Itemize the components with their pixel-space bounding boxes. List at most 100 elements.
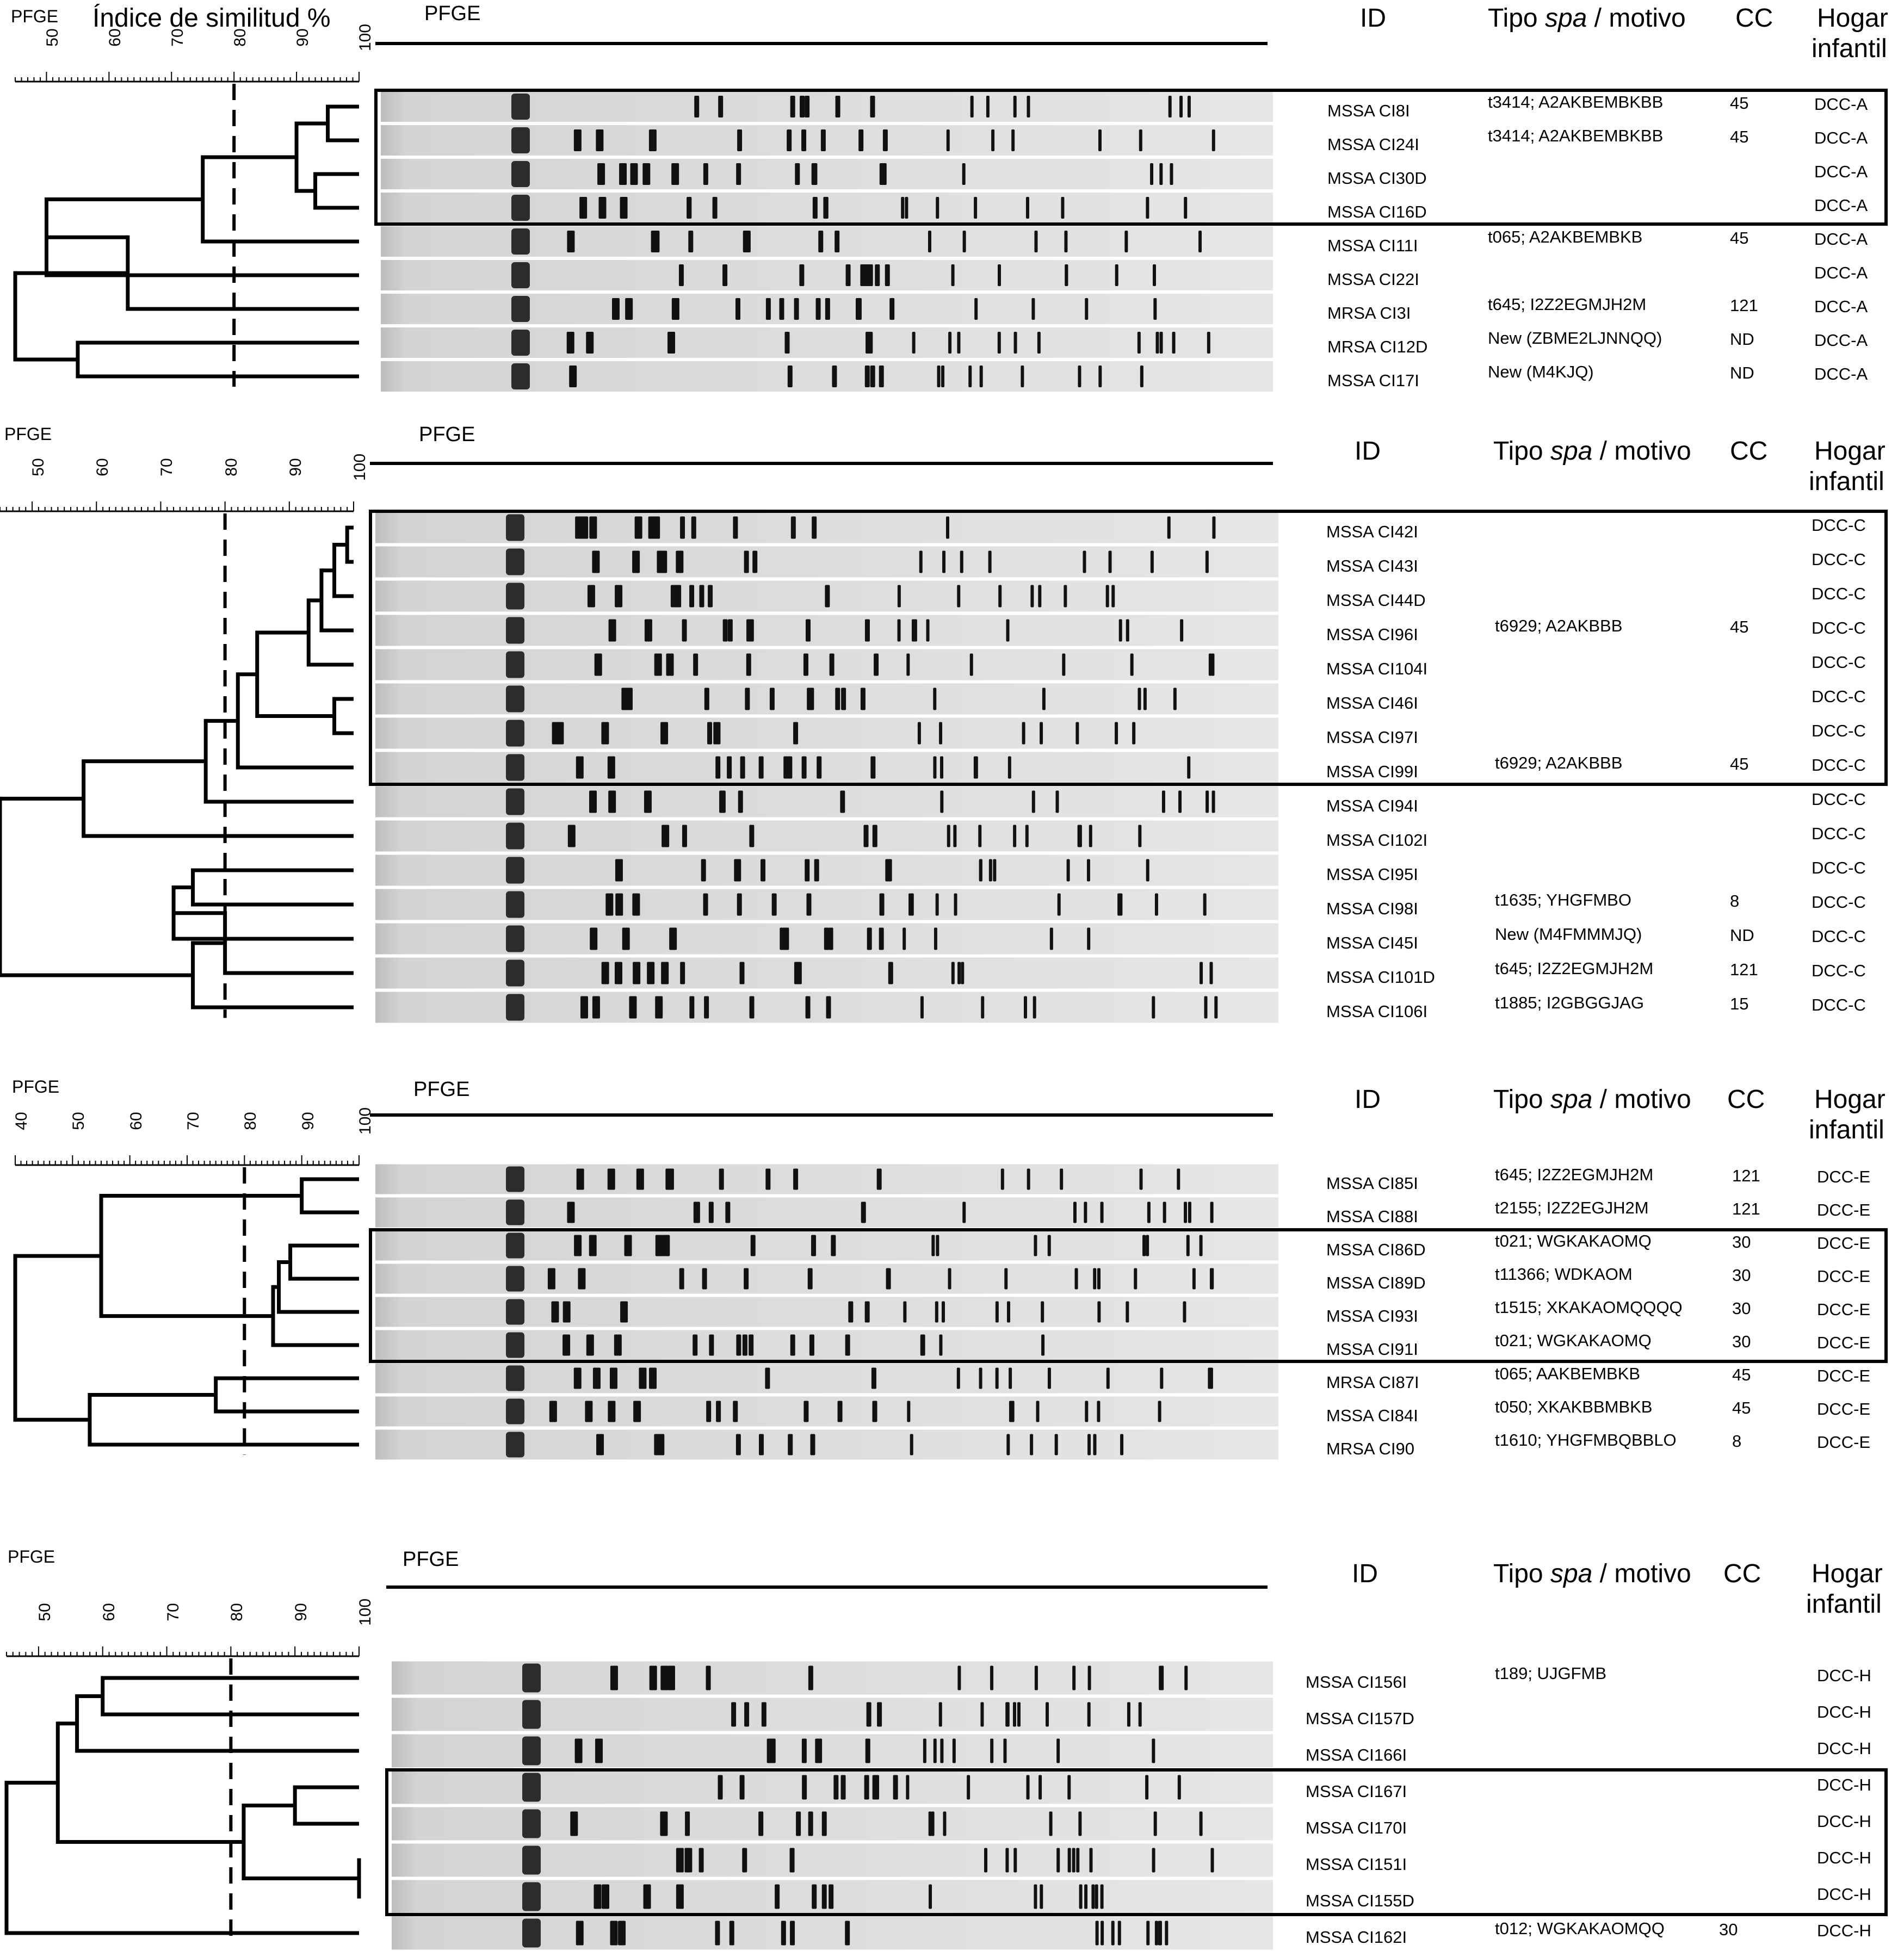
gel-band bbox=[979, 366, 983, 387]
gel-band bbox=[1093, 1434, 1097, 1455]
gel-band bbox=[1027, 1168, 1030, 1190]
gel-band bbox=[761, 1702, 766, 1727]
gel-band bbox=[1126, 619, 1129, 642]
gel-band bbox=[1158, 1401, 1161, 1422]
gel-band bbox=[801, 129, 807, 151]
gel-band bbox=[722, 619, 728, 642]
gel-band bbox=[634, 516, 642, 539]
gel-band bbox=[1007, 756, 1011, 779]
gel-band bbox=[1006, 1702, 1010, 1727]
gel-band bbox=[701, 859, 706, 882]
gel-band bbox=[825, 585, 830, 608]
row-household: DCC-A bbox=[1814, 297, 1868, 316]
row-household: DCC-A bbox=[1814, 263, 1868, 282]
header-spa-suffix: / motivo bbox=[1592, 1559, 1691, 1588]
gel-band bbox=[981, 996, 985, 1019]
gel-band bbox=[679, 1268, 684, 1290]
gel-band bbox=[906, 1775, 910, 1800]
gel-band bbox=[920, 996, 924, 1019]
gel-band bbox=[1003, 1738, 1007, 1763]
gel-band bbox=[566, 332, 574, 354]
gel-band bbox=[1153, 1811, 1157, 1836]
gel-band bbox=[941, 366, 945, 387]
gel-band bbox=[1056, 1738, 1060, 1763]
row-id: MSSA CI22I bbox=[1327, 270, 1419, 289]
gel-band bbox=[933, 1738, 937, 1763]
gel-band bbox=[940, 756, 944, 779]
gel-band bbox=[547, 1268, 555, 1290]
gel-band bbox=[814, 859, 819, 882]
axis-tick-label: 60 bbox=[100, 1603, 118, 1621]
gel-band bbox=[821, 1811, 827, 1836]
gel-band bbox=[790, 1334, 795, 1356]
gel-band bbox=[682, 619, 687, 642]
gel-band bbox=[744, 550, 749, 573]
gel-band-heavy bbox=[506, 583, 524, 610]
gel-band bbox=[787, 366, 793, 387]
gel-band bbox=[821, 1884, 827, 1909]
gel-band bbox=[1013, 1848, 1017, 1873]
gel-band bbox=[1119, 893, 1123, 916]
gel-band bbox=[736, 859, 741, 882]
row-id: MSSA CI86D bbox=[1326, 1240, 1426, 1259]
gel-band bbox=[1172, 332, 1176, 354]
row-spa-type: t012; WGKAKAOMQQ bbox=[1495, 1919, 1665, 1938]
gel-band bbox=[933, 756, 937, 779]
gel-band-heavy bbox=[511, 94, 530, 120]
gel-band bbox=[676, 1848, 684, 1873]
row-household: DCC-C bbox=[1812, 824, 1866, 843]
gel-band bbox=[758, 1434, 764, 1455]
gel-band bbox=[841, 688, 846, 710]
gel-band bbox=[660, 722, 669, 745]
row-cc: ND bbox=[1730, 926, 1754, 945]
gel-band bbox=[595, 1738, 603, 1763]
row-id: MRSA CI3I bbox=[1327, 304, 1411, 323]
gel-band bbox=[784, 927, 789, 950]
gel-band bbox=[666, 653, 674, 676]
gel-band bbox=[934, 927, 937, 950]
row-spa-type: t6929; A2AKBBB bbox=[1495, 616, 1623, 635]
gel-band bbox=[824, 927, 829, 950]
row-household: DCC-C bbox=[1812, 550, 1866, 569]
gel-lane bbox=[375, 1363, 1278, 1393]
gel-band bbox=[1083, 550, 1086, 573]
gel-band bbox=[840, 790, 845, 813]
gel-band bbox=[1062, 653, 1066, 676]
row-household: DCC-H bbox=[1817, 1702, 1871, 1721]
gel-band bbox=[980, 1702, 984, 1727]
gel-band bbox=[868, 332, 873, 354]
gel-band bbox=[615, 893, 623, 916]
gel-band-heavy bbox=[511, 330, 530, 356]
gel-band bbox=[671, 298, 679, 320]
gel-band bbox=[1098, 366, 1102, 387]
gel-band bbox=[1046, 1702, 1049, 1727]
row-id: MSSA CI89D bbox=[1326, 1273, 1426, 1292]
gel-band bbox=[799, 264, 805, 286]
gel-band bbox=[1025, 825, 1029, 847]
gel-band bbox=[609, 1367, 617, 1389]
gel-band bbox=[984, 1848, 988, 1873]
gel-band bbox=[936, 1235, 939, 1256]
gel-band bbox=[654, 653, 662, 676]
gel-band-heavy bbox=[506, 685, 524, 713]
gel-lane bbox=[375, 717, 1278, 749]
row-id: MSSA CI11I bbox=[1327, 236, 1418, 255]
gel-band bbox=[706, 1665, 711, 1690]
gel-band bbox=[885, 264, 890, 286]
gel-band bbox=[1155, 332, 1159, 354]
gel-band bbox=[1089, 825, 1092, 847]
gel-band bbox=[1106, 1367, 1110, 1389]
gel-band bbox=[750, 1235, 756, 1256]
gel-band bbox=[1025, 197, 1029, 219]
row-household: DCC-E bbox=[1817, 1267, 1871, 1286]
gel-band bbox=[716, 1401, 721, 1422]
gel-band-heavy bbox=[522, 1663, 541, 1693]
gel-band bbox=[624, 1235, 632, 1256]
gel-band bbox=[928, 231, 931, 252]
gel-band-heavy bbox=[506, 1199, 524, 1225]
gel-band bbox=[905, 197, 908, 219]
gel-band bbox=[735, 1434, 741, 1455]
gel-band bbox=[787, 129, 792, 151]
gel-band bbox=[1012, 1702, 1016, 1727]
gel-band bbox=[845, 1921, 850, 1946]
